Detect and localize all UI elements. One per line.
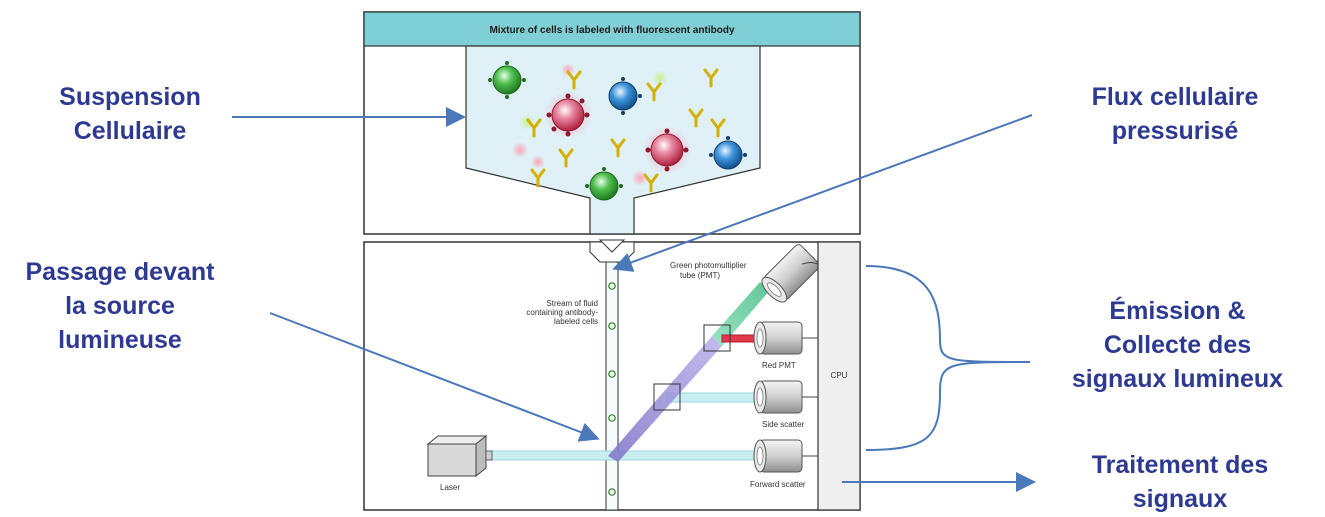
red-cell (643, 126, 691, 174)
bracket-emission (865, 265, 1031, 451)
green-pmt (761, 244, 820, 303)
detector-wires (801, 262, 819, 457)
header-text: Mixture of cells is labeled with fluores… (489, 25, 734, 36)
arrow-flux (612, 114, 1033, 272)
green-cell (585, 167, 623, 201)
red-pmt (753, 321, 803, 355)
annotation-arrows (232, 107, 1036, 492)
blue-cell (709, 136, 747, 170)
violet-beam (608, 336, 722, 462)
annotation-passage-line3: lumineuse (58, 326, 182, 354)
annotation-flux: Flux cellulaire pressurisé (1065, 80, 1285, 148)
laser-device (426, 434, 493, 478)
annotation-passage-line1: Passage devant (25, 258, 215, 286)
stream-label-line2: containing antibody- (526, 308, 598, 317)
annotation-traitement-line2: signaux (1132, 485, 1228, 513)
side-scatter-detector (753, 380, 803, 414)
blue-cell (608, 77, 642, 115)
optics-chamber: Stream of fluid containing antibody- lab… (363, 239, 861, 511)
annotation-emission-line2: Collecte des (1103, 331, 1252, 359)
annotation-suspension: Suspension Cellulaire (30, 80, 230, 148)
stream-label-line3: labeled cells (554, 317, 598, 326)
fluid-stream (605, 261, 619, 511)
red-pmt-label: Red PMT (762, 361, 796, 370)
green-beam (712, 282, 770, 346)
laser-label: Laser (440, 483, 460, 492)
annotation-traitement: Traitement des signaux (1055, 448, 1305, 516)
red-cell (544, 91, 592, 139)
annotation-passage: Passage devant la source lumineuse (15, 255, 225, 357)
annotation-suspension-line1: Suspension (59, 83, 201, 111)
beam-splitter (653, 383, 681, 411)
annotation-flux-line1: Flux cellulaire (1091, 83, 1259, 111)
annotation-emission-line3: signaux lumineux (1071, 365, 1284, 393)
green-pmt-label-line1: Green photomultiplier (670, 261, 747, 270)
side-scatter-label: Side scatter (762, 420, 805, 429)
antibody-group (512, 63, 726, 193)
green-pmt-label-line2: tube (PMT) (680, 271, 720, 280)
annotation-suspension-line2: Cellulaire (73, 117, 187, 145)
sample-chamber: Mixture of cells is labeled with fluores… (363, 11, 861, 235)
annotation-traitement-line1: Traitement des (1091, 451, 1269, 479)
cpu-label: CPU (831, 371, 848, 380)
stream-label-line1: Stream of fluid (546, 299, 598, 308)
beam-splitter (703, 324, 731, 352)
green-cell (488, 61, 526, 99)
annotation-emission-line1: Émission & (1109, 297, 1246, 325)
annotation-emission: Émission & Collecte des signaux lumineux (1040, 294, 1315, 396)
red-beam (721, 334, 759, 343)
cell-mixture (488, 61, 747, 201)
cpu-box (817, 241, 861, 511)
arrow-passage (269, 312, 600, 442)
annotation-flux-line2: pressurisé (1111, 117, 1239, 145)
forward-scatter-label: Forward scatter (750, 480, 806, 489)
nozzle-arrow (598, 239, 626, 253)
annotation-passage-line2: la source (65, 292, 175, 320)
forward-scatter-detector (753, 439, 803, 473)
stream-cells (608, 282, 616, 496)
